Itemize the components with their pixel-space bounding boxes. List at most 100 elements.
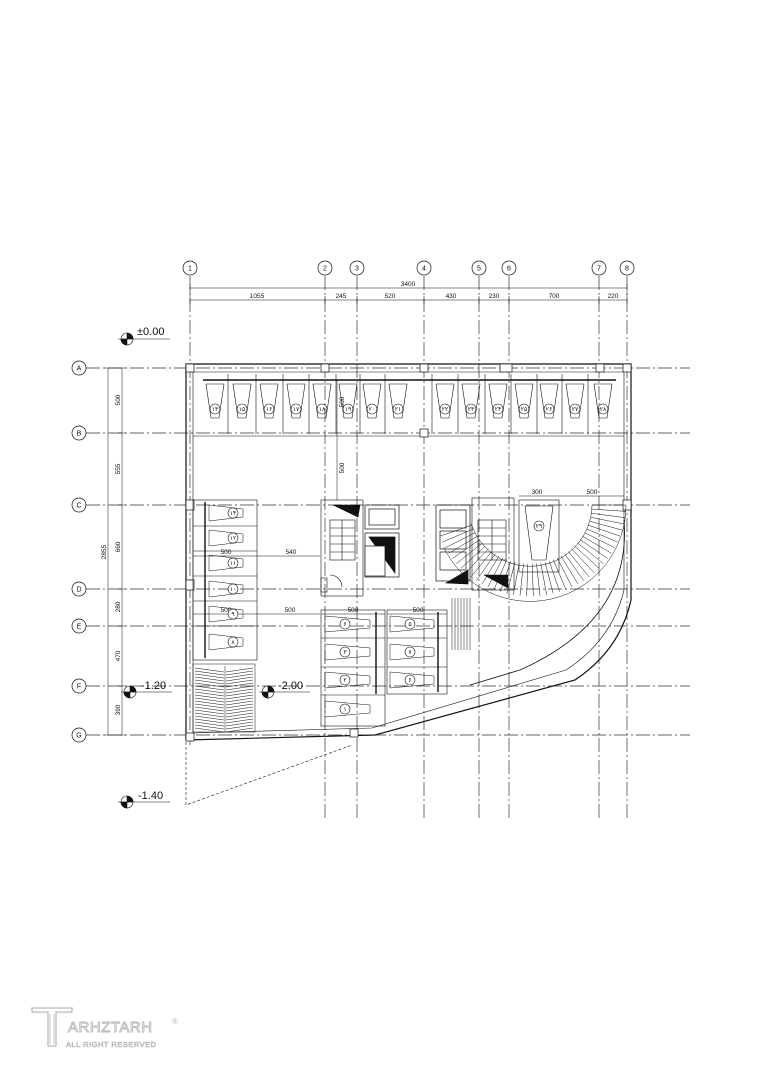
- ramp-step: [456, 542, 483, 564]
- elevators-west: [364, 504, 400, 578]
- parking-number-left: ۱۰: [230, 586, 236, 593]
- watermark-subtitle: ALL RIGHT RESERVED: [66, 1040, 157, 1049]
- parking-number-top: ۲۶: [546, 406, 552, 413]
- car-slot-outline: [312, 383, 332, 419]
- level-label-top: ±0.00: [137, 326, 164, 338]
- ramp-step: [194, 667, 225, 673]
- ramp-step: [536, 563, 541, 596]
- dim-left: 660: [115, 541, 122, 552]
- parking-number-circle: [263, 403, 275, 415]
- ramp-step: [194, 721, 225, 727]
- dim-left: 280: [115, 601, 122, 612]
- dim-inner: 500: [413, 607, 424, 614]
- dim-inner: 500: [285, 607, 296, 614]
- ramp-step: [225, 676, 254, 682]
- ramp-step: [556, 557, 573, 588]
- dim-top: 230: [489, 293, 500, 300]
- ramp-step: [470, 551, 493, 578]
- dim-top: 700: [549, 293, 560, 300]
- axis-bubble-3: [349, 260, 365, 276]
- ramp-west: [192, 663, 256, 733]
- dim-inner: 300: [532, 489, 543, 496]
- inner-dimension-texts: 500 500 500 540 500 500 500 500 300 500: [221, 396, 598, 614]
- dim-inner: 540: [286, 549, 297, 556]
- ramp-step: [194, 682, 225, 688]
- ramp-step: [567, 551, 590, 578]
- axis-label: 1: [188, 266, 192, 273]
- ramp-step: [194, 691, 225, 697]
- ramp-step: [194, 694, 225, 700]
- ramp-step: [590, 517, 624, 525]
- pillars: [185, 363, 632, 742]
- ramp-step: [225, 700, 254, 706]
- parking-number-circle: [404, 646, 416, 658]
- axis-label: B: [77, 431, 82, 438]
- parking-number-center: ۳: [343, 649, 347, 656]
- parking-number-circle: [404, 674, 416, 686]
- car-slot-outline: [232, 383, 252, 419]
- ramp-step: [194, 724, 225, 730]
- dim-inner: 500: [339, 462, 346, 473]
- parking-number-east: ۲۹: [536, 523, 542, 530]
- ramp-step: [448, 535, 478, 554]
- ramp-step: [225, 703, 254, 709]
- dim-top: 430: [446, 293, 457, 300]
- column-bubbles: [182, 260, 635, 276]
- ramp-step: [194, 685, 225, 691]
- car-slot-outline: [259, 383, 279, 419]
- dim-top: 245: [336, 293, 347, 300]
- parking-number-top: ۱۷: [293, 406, 300, 413]
- parking-number-left: ۱۲: [230, 535, 236, 542]
- ramp-step: [584, 532, 615, 549]
- ramp-step: [460, 545, 486, 569]
- axis-label: 8: [625, 266, 629, 273]
- parking-number-circle: [392, 403, 404, 415]
- ramp-step: [591, 512, 626, 518]
- ramp-step: [560, 555, 579, 585]
- dimension-lines: [104, 284, 628, 736]
- parking-number-circle: [339, 646, 351, 658]
- ramp-step: [194, 706, 225, 712]
- dim-left: 555: [115, 463, 122, 474]
- car-slot-outline: [208, 633, 244, 651]
- axis-bubble-b: [71, 425, 87, 441]
- axis-bubble-7: [591, 260, 607, 276]
- axis-label: 3: [355, 266, 359, 273]
- ramp-step: [481, 555, 500, 585]
- parking-east-slot: [518, 499, 560, 573]
- inner-dimension-lines: [193, 380, 624, 615]
- axis-label: 5: [477, 266, 481, 273]
- car-slot-outline: [324, 700, 371, 718]
- parking-number-circle: [227, 636, 239, 648]
- car-slot-outline: [208, 504, 244, 522]
- axis-label: 7: [597, 266, 601, 273]
- axis-bubble-e: [71, 618, 87, 634]
- parking-number-circle: [366, 403, 378, 415]
- car-slot-outline: [389, 643, 435, 661]
- car-slot-outline: [435, 383, 455, 419]
- dim-left: 470: [115, 650, 122, 661]
- parking-number-circle: [342, 403, 354, 415]
- car-slot-outline: [338, 383, 358, 419]
- ramp-step: [194, 673, 225, 679]
- parking-number-circle: [290, 403, 302, 415]
- level-marker-top: [118, 332, 170, 346]
- dim-top: 520: [385, 293, 396, 300]
- car-slot-outline: [461, 383, 481, 419]
- parking-number-center: ۱: [343, 706, 346, 713]
- watermark-logo: ARHZTARH ALL RIGHT RESERVED ®: [31, 1007, 178, 1049]
- ramp-step: [225, 727, 254, 733]
- car-slot-outline: [208, 605, 244, 623]
- ramp-step: [476, 553, 496, 581]
- parking-number-top: ۲۸: [600, 406, 607, 413]
- ramp-step: [531, 563, 534, 597]
- ramp-step: [194, 709, 225, 715]
- parking-number-circle: [339, 674, 351, 686]
- ramp-step: [580, 539, 608, 559]
- parking-number-top: ۲۴: [495, 406, 501, 413]
- parking-number-left: ۸: [231, 639, 235, 646]
- car-slot-outline: [389, 615, 435, 633]
- parking-number-left: ۱۴: [230, 510, 236, 517]
